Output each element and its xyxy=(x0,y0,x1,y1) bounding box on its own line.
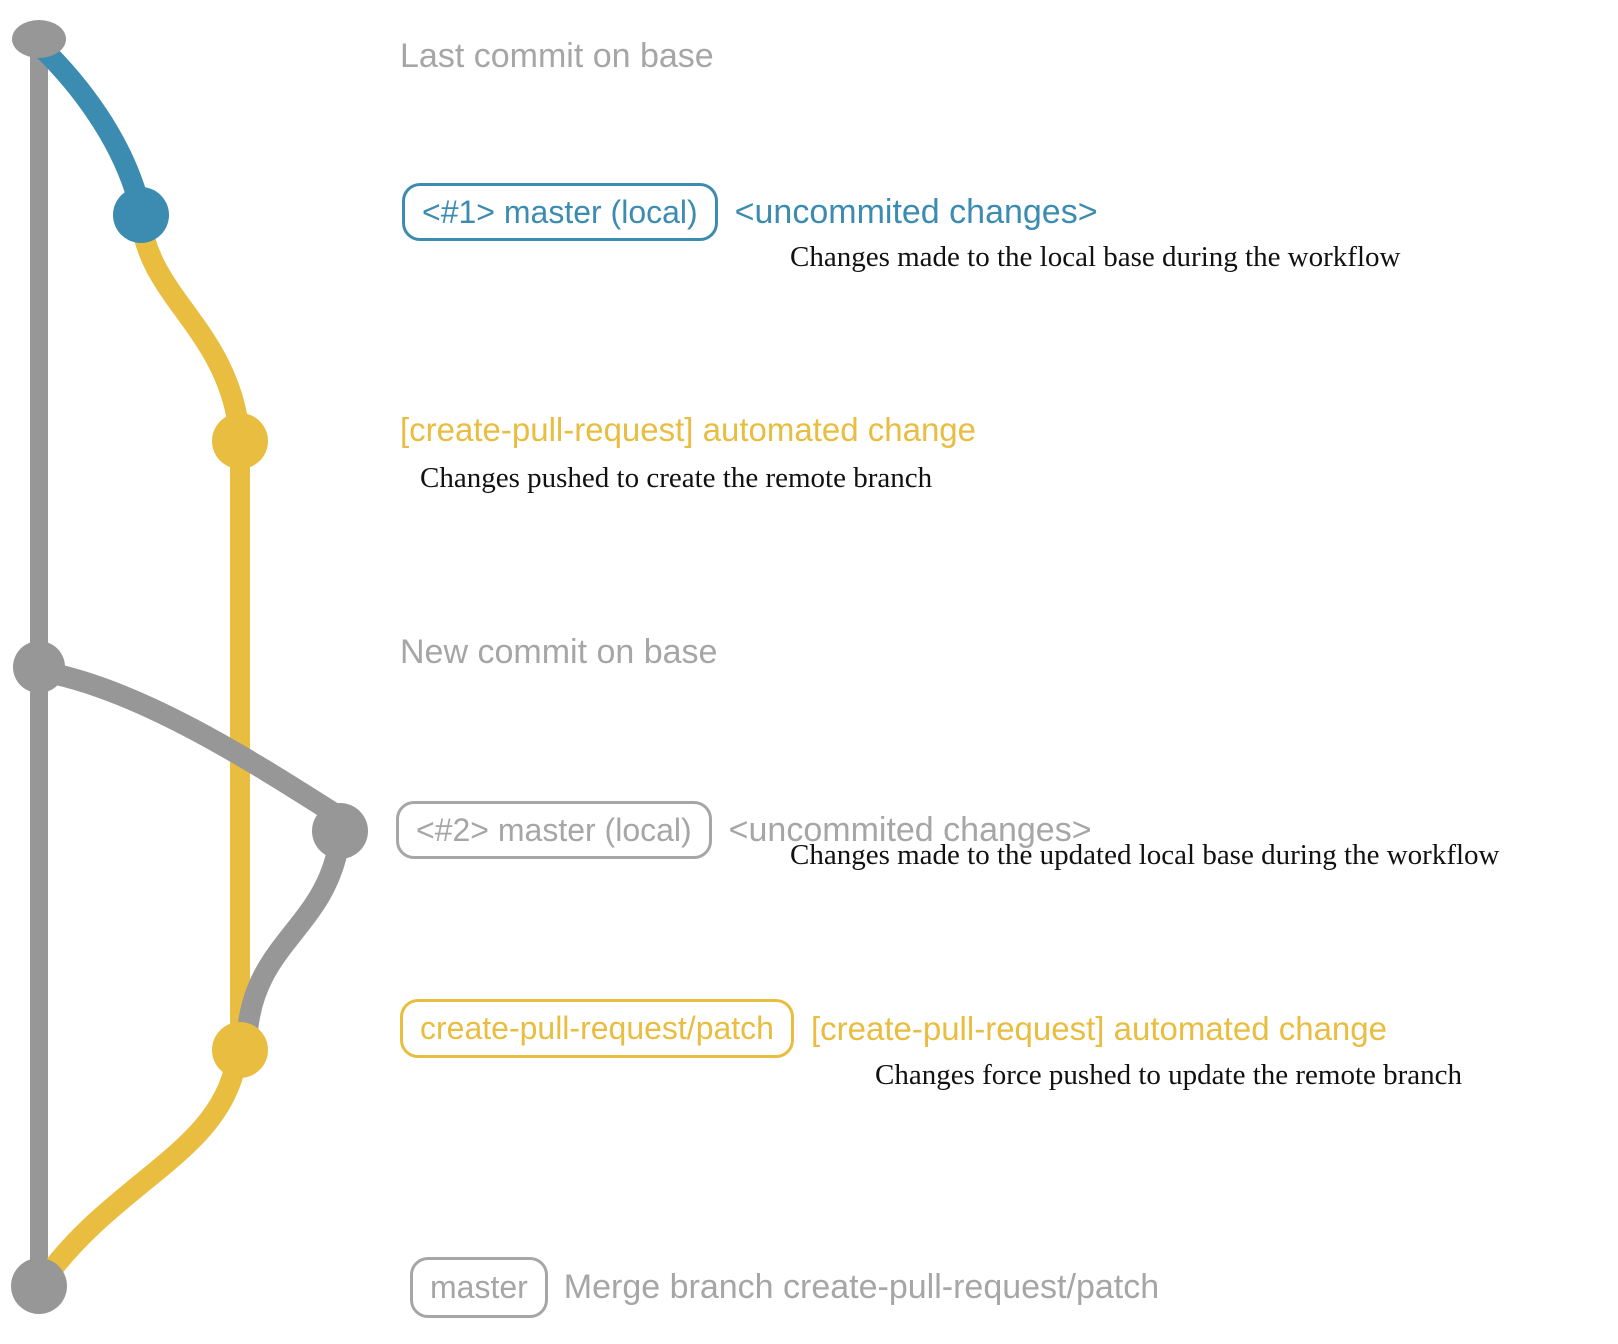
local-branch-curve-1 xyxy=(31,37,152,223)
commit4-row: create-pull-request/patch [create-pull-r… xyxy=(400,999,1387,1058)
badge-create-pull-request-patch: create-pull-request/patch xyxy=(400,999,794,1058)
badge-master-local-2: <#2> master (local) xyxy=(396,801,712,859)
description-commit1: Changes made to the local base during th… xyxy=(790,241,1401,273)
force-push-curve xyxy=(236,837,349,1049)
commit-node-merge xyxy=(11,1258,67,1314)
merge-curve xyxy=(39,1051,247,1283)
commit-node-last-base xyxy=(12,20,66,58)
description-commit4: Changes force pushed to update the remot… xyxy=(875,1059,1463,1091)
label-automated-change-2: [create-pull-request] automated change xyxy=(810,1009,1387,1047)
label-automated-change-1: [create-pull-request] automated change xyxy=(400,411,977,448)
caption-last-commit-on-base: Last commit on base xyxy=(400,37,714,75)
badge-master: master xyxy=(410,1257,548,1318)
note-uncommited-changes-1: <uncommited changes> xyxy=(734,192,1098,231)
commit-node-patch-1 xyxy=(212,413,268,469)
description-commit3: Changes made to the updated local base d… xyxy=(790,839,1500,871)
commit3-row: <#2> master (local) <uncommited changes> xyxy=(396,801,1092,859)
commit-node-patch-2 xyxy=(212,1022,268,1078)
commit1-row: <#1> master (local) <uncommited changes> xyxy=(402,183,1098,241)
local-branch-curve-2 xyxy=(34,661,343,823)
commit-node-new-base xyxy=(13,641,65,693)
commit-node-local-1 xyxy=(113,187,169,243)
caption-new-commit-on-base: New commit on base xyxy=(400,633,718,671)
description-commit2: Changes pushed to create the remote bran… xyxy=(420,462,933,494)
badge-master-local-1: <#1> master (local) xyxy=(402,183,718,241)
commit-node-local-2 xyxy=(312,803,368,859)
patch-branch-curve-out xyxy=(130,209,251,449)
commit5-row: master Merge branch create-pull-request/… xyxy=(410,1257,1159,1318)
label-merge-branch: Merge branch create-pull-request/patch xyxy=(563,1268,1160,1306)
note-uncommited-changes-2: <uncommited changes> xyxy=(728,810,1092,849)
